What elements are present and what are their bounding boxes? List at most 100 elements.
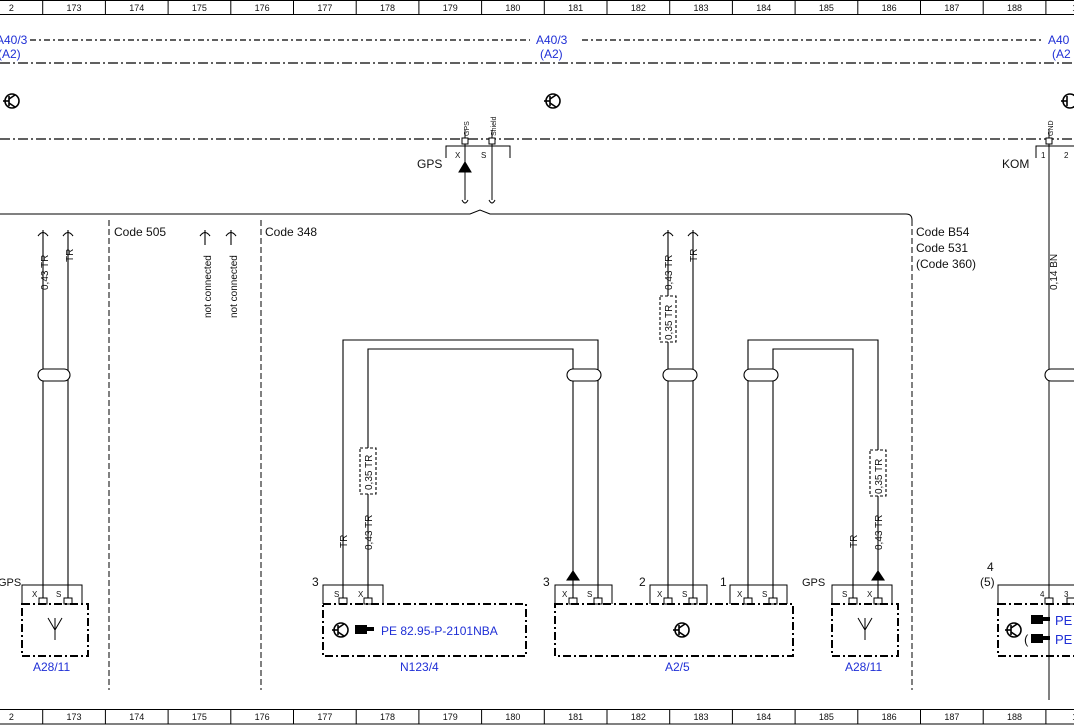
svg-text:not connected: not connected [203, 255, 214, 318]
svg-text:X: X [657, 590, 663, 599]
svg-text:X: X [562, 590, 568, 599]
svg-text:1: 1 [720, 575, 727, 589]
a40-label-right: A40 (A2 [1048, 33, 1071, 61]
ruler-label: 181 [568, 3, 583, 13]
a2-5-labels: 3 2 1 X S X S X S A2/5 [543, 575, 767, 674]
code-labels: Code 505 Code 348 Code B54 Code 531 (Cod… [114, 225, 976, 271]
a2-5-box [554, 584, 794, 657]
svg-text:not connected: not connected [229, 255, 240, 318]
svg-text:(A2: (A2 [1052, 47, 1071, 61]
ruler-label: 174 [129, 712, 144, 722]
ruler-label: 182 [631, 3, 646, 13]
svg-text:TR: TR [849, 535, 860, 548]
svg-text:Code 348: Code 348 [265, 225, 317, 239]
svg-text:(: ( [1024, 632, 1029, 647]
ruler-label: 173 [67, 3, 82, 13]
center-wire-labels: 0,35 TR 0,43 TR TR 0,35 TR 0,43 TR TR 0,… [339, 249, 1060, 550]
pointing-hand-icon [355, 625, 374, 634]
center-loops [342, 230, 1074, 598]
svg-text:S: S [682, 590, 687, 599]
a40-label-left: A40/3 (A2) [0, 33, 28, 61]
ruler-label: 186 [882, 3, 897, 13]
gps-top-labels: GPS X S GPS Shield [417, 116, 498, 171]
svg-text:4: 4 [1040, 590, 1045, 599]
transistor-icon [544, 93, 561, 109]
ruler-label: 188 [1007, 3, 1022, 13]
right-box-labels: 4 (5) 4 3 PE ( PE [980, 560, 1073, 647]
ruler-label: 183 [694, 3, 709, 13]
svg-text:TR: TR [689, 249, 700, 262]
svg-text:S: S [56, 590, 61, 599]
svg-text:S: S [587, 590, 592, 599]
svg-text:GPS: GPS [0, 577, 21, 589]
svg-text:S: S [842, 590, 847, 599]
a28-11-left-labels: GPS X S A28/11 [0, 577, 70, 674]
svg-text:X: X [358, 590, 364, 599]
ruler-label: 183 [694, 712, 709, 722]
svg-text:0,43 TR: 0,43 TR [664, 255, 675, 290]
ruler-label: 175 [192, 3, 207, 13]
svg-text:X: X [455, 151, 461, 160]
svg-text:A28/11: A28/11 [845, 660, 882, 674]
a28-11-right-labels: GPS S X A28/11 [802, 577, 882, 674]
svg-text:Code 531: Code 531 [916, 241, 968, 255]
svg-text:0,14 BN: 0,14 BN [1049, 254, 1060, 290]
gps-top-connector [445, 130, 511, 204]
svg-text:Code 505: Code 505 [114, 225, 166, 239]
svg-text:GPS: GPS [802, 577, 825, 589]
kom-top-labels: KOM 1 2 GND [1002, 120, 1069, 171]
svg-text:A28/11: A28/11 [33, 660, 70, 674]
ruler-label: 184 [756, 712, 771, 722]
right-box [997, 584, 1074, 657]
svg-text:Code B54: Code B54 [916, 225, 970, 239]
svg-text:0,43 TR: 0,43 TR [40, 255, 51, 290]
ruler-label: 187 [944, 3, 959, 13]
n123-4-labels: 3 S X PE 82.95-P-2101NBA N123/4 [312, 575, 498, 674]
pointing-hand-icon [1031, 615, 1050, 643]
ruler-label: 18 [1072, 3, 1074, 13]
svg-text:S: S [481, 151, 486, 160]
svg-text:PE 82.95-P-2101NBA: PE 82.95-P-2101NBA [381, 624, 498, 638]
a28-11-right [831, 584, 899, 657]
svg-text:4: 4 [987, 560, 994, 574]
svg-text:S: S [334, 590, 339, 599]
svg-text:3: 3 [312, 575, 319, 589]
svg-text:2: 2 [1064, 151, 1069, 160]
ruler-label: 180 [505, 712, 520, 722]
svg-text:3: 3 [543, 575, 550, 589]
svg-text:X: X [867, 590, 873, 599]
ruler-label: 176 [255, 712, 270, 722]
svg-text:(A2): (A2) [0, 47, 21, 61]
svg-text:X: X [737, 590, 743, 599]
ruler-label: 178 [380, 712, 395, 722]
svg-text:Shield: Shield [491, 116, 498, 136]
svg-text:(5): (5) [980, 575, 995, 589]
a28-11-left [21, 584, 89, 657]
ruler-label: 173 [67, 712, 82, 722]
ruler-label: 181 [568, 712, 583, 722]
svg-text:A40/3: A40/3 [0, 33, 28, 47]
ruler-label: 177 [317, 3, 332, 13]
svg-text:GPS: GPS [417, 157, 442, 171]
svg-text:0,35 TR: 0,35 TR [874, 459, 885, 494]
left-wire-labels: 0,43 TR TR [40, 249, 76, 290]
svg-text:1: 1 [1041, 151, 1046, 160]
a40-label-center: A40/3 (A2) [536, 33, 568, 61]
ruler-label: 177 [317, 712, 332, 722]
ruler-label: 186 [882, 712, 897, 722]
ruler-label: 2 [9, 712, 14, 722]
transistor-icon [332, 622, 349, 638]
ruler-label: 2 [9, 3, 14, 13]
svg-text:GND: GND [1048, 120, 1055, 136]
svg-text:(A2): (A2) [540, 47, 563, 61]
svg-text:A40/3: A40/3 [536, 33, 568, 47]
gps-bracket [0, 209, 913, 221]
svg-text:PE: PE [1055, 613, 1073, 628]
transistor-icon [1005, 622, 1022, 638]
ruler-label: 182 [631, 712, 646, 722]
svg-text:A40: A40 [1048, 33, 1070, 47]
svg-text:N123/4: N123/4 [400, 660, 439, 674]
ruler-label: 178 [380, 3, 395, 13]
